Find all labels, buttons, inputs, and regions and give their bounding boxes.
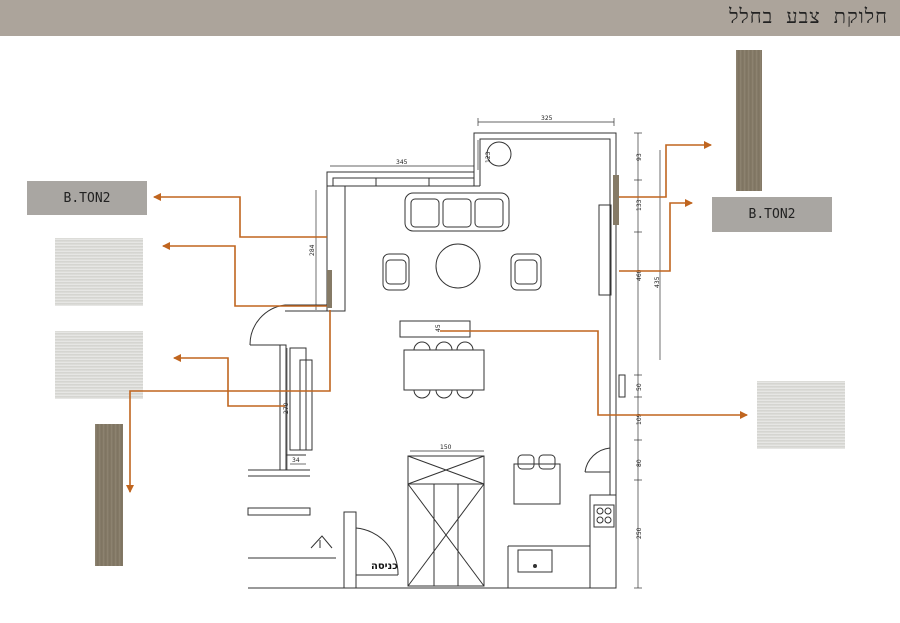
label-right-b-ton2: B.TON2 xyxy=(712,197,832,232)
dim-right-6: 109 xyxy=(636,413,643,425)
dim-island-small: 45 xyxy=(435,324,442,332)
plaster-swatch-right xyxy=(757,381,845,449)
dim-top-left-width: 345 xyxy=(396,159,408,166)
plaster-swatch-left-1 xyxy=(55,238,143,306)
leader-arrow-wood-bottom-left xyxy=(126,310,331,493)
dim-right-5: 50 xyxy=(636,383,643,391)
dimension-lines xyxy=(286,118,661,589)
doors xyxy=(249,304,611,576)
plaster-swatch-left-2 xyxy=(55,331,143,399)
header-bar: חלוקת צבע בחלל xyxy=(0,0,900,36)
leader-arrows xyxy=(126,141,748,493)
walls xyxy=(247,132,626,589)
dim-right-4: 435 xyxy=(654,276,661,288)
dim-kitchen-island: 150 xyxy=(440,444,452,451)
wood-swatch-top-right xyxy=(736,50,762,191)
dim-right-8: 250 xyxy=(636,527,643,539)
leader-arrow-plaster-left-1 xyxy=(162,242,327,307)
dim-top-step: 123 xyxy=(485,151,492,163)
dim-right-3: 460 xyxy=(636,269,643,281)
dim-right-7: 80 xyxy=(636,459,643,467)
page-title: חלוקת צבע בחלל xyxy=(729,4,888,28)
dim-top-width: 325 xyxy=(541,115,553,122)
entrance-label: כניסה xyxy=(371,561,398,572)
leader-arrow-wood-top-right xyxy=(619,141,712,198)
leader-arrow-b-ton2-right xyxy=(619,199,693,272)
wood-swatch-bottom-left xyxy=(95,424,123,566)
label-left-b-ton2: B.TON2 xyxy=(27,181,147,215)
wood-panel-marker-left xyxy=(327,270,332,308)
dim-right-1: 93 xyxy=(636,153,643,161)
wood-panel-marker-right xyxy=(613,175,619,225)
leader-arrow-plaster-right xyxy=(440,330,748,419)
dim-left-small: 34 xyxy=(292,457,300,464)
dimension-labels: 325 345 123 284 270 34 150 45 93 133 460… xyxy=(283,115,661,539)
furniture xyxy=(310,141,615,587)
leader-arrow-plaster-left-2 xyxy=(173,354,285,407)
dim-left-height: 284 xyxy=(309,244,316,256)
leader-arrow-b-ton2-left xyxy=(153,193,327,238)
dim-left-lower: 270 xyxy=(283,402,290,414)
dim-right-2: 133 xyxy=(636,199,643,211)
